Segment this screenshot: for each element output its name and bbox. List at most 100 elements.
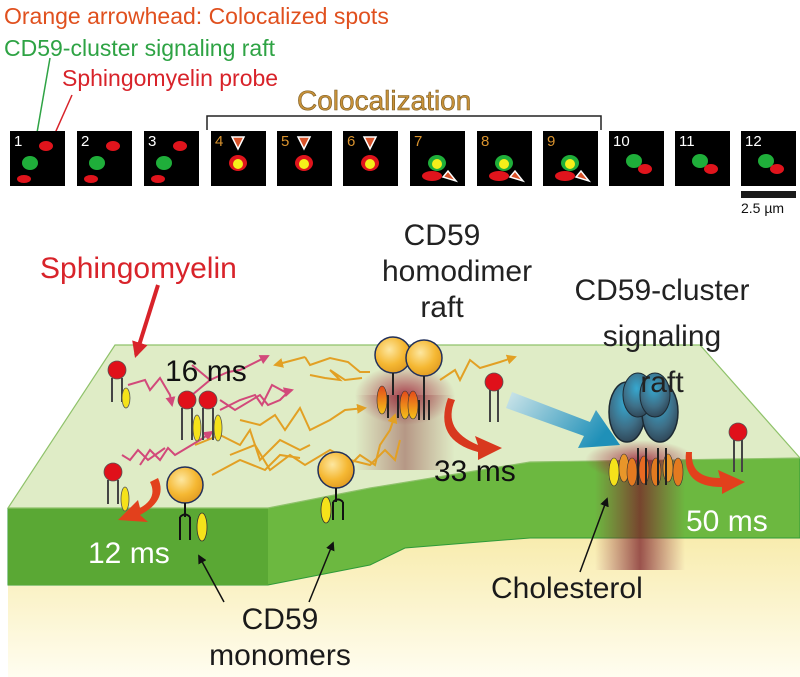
microscopy-frame: 12	[741, 131, 796, 186]
cd59-cluster	[608, 372, 684, 487]
microscopy-frame: 7	[410, 131, 465, 186]
monomers-label-line: monomers	[209, 639, 351, 672]
frame-number: 3	[148, 133, 157, 150]
frame-number: 2	[81, 133, 90, 150]
raft-coalescence-arrow	[506, 392, 620, 448]
colocalization-arrowhead-icon	[230, 136, 246, 151]
microscopy-frame: 1	[10, 131, 65, 186]
colocalization-arrowhead-icon	[362, 136, 378, 151]
microscopy-frame: 4	[211, 131, 266, 186]
colocalization-arrowhead-icon	[574, 169, 592, 183]
fluorescence-spots	[626, 154, 652, 174]
homodimer-label-line: homodimer	[382, 255, 533, 288]
microscopy-frame: 3	[144, 131, 199, 186]
red-spot	[151, 175, 165, 183]
fluorescence-spots	[361, 136, 379, 171]
red-spot	[638, 164, 652, 174]
red-spot	[106, 141, 120, 151]
colocalization-title: Colocalization	[297, 85, 472, 117]
green-spot	[156, 156, 172, 170]
homodimer-label-line: raft	[420, 291, 464, 324]
red-spot	[84, 175, 98, 183]
fluorescence-spots	[489, 155, 526, 183]
cluster-raft-label: CD59-cluster signaling raft	[552, 268, 772, 406]
colocalized-spot	[233, 159, 243, 169]
frame-number: 5	[281, 133, 290, 150]
green-spot	[758, 154, 774, 168]
green-channel-legend: CD59-cluster signaling raft	[4, 35, 276, 61]
sphingomyelin-molecules	[103, 360, 748, 512]
red-spot	[770, 164, 784, 174]
microscopy-frame: 9	[543, 131, 598, 186]
fluorescence-spots	[422, 155, 459, 183]
cluster-label-line: signaling	[602, 320, 722, 353]
frame-number: 6	[347, 133, 356, 150]
green-spot	[626, 154, 642, 168]
scale-bar	[741, 191, 796, 198]
microscopy-frame: 2	[77, 131, 132, 186]
fluorescence-spots	[151, 141, 187, 183]
green-spot	[692, 154, 708, 168]
microscopy-frame: 5	[277, 131, 332, 186]
red-spot	[489, 171, 509, 181]
homodimer-residency-time: 33 ms	[434, 455, 516, 488]
cytoplasm-region	[8, 538, 800, 677]
red-spot	[17, 175, 31, 183]
frame-number: 7	[414, 133, 423, 150]
monomers-label-line: CD59	[241, 603, 319, 636]
frame-number: 4	[215, 133, 224, 150]
cluster-label-line: raft	[640, 366, 684, 399]
colocalized-spot	[565, 159, 575, 169]
colocalized-spot	[299, 159, 309, 169]
fluorescence-spots	[295, 136, 313, 171]
colocalized-spot	[499, 159, 509, 169]
arrowhead-legend: Orange arrowhead: Colocalized spots	[4, 3, 389, 29]
frame-number: 12	[745, 133, 762, 150]
frame-number: 8	[481, 133, 490, 150]
green-spot	[22, 156, 38, 170]
cluster-residency-time: 50 ms	[686, 505, 768, 538]
sphingomyelin-label: Sphingomyelin	[40, 252, 237, 285]
colocalization-arrowhead-icon	[441, 169, 459, 183]
homodimer-label-line: CD59	[403, 219, 481, 252]
frame-number: 11	[679, 133, 695, 150]
fluorescence-spots	[17, 141, 53, 183]
red-spot	[39, 141, 53, 151]
microscopy-frame: 8	[477, 131, 532, 186]
microscopy-frame: 11	[675, 131, 730, 186]
fluorescence-spots	[84, 141, 120, 183]
microscopy-frame: 10	[609, 131, 664, 186]
sphingomyelin-pointer-arrow	[132, 284, 160, 359]
red-spot	[555, 171, 575, 181]
scale-bar-label: 2.5 µm	[741, 200, 785, 216]
homodimer-raft-label: CD59 homodimer raft	[382, 218, 533, 326]
monomers-label: CD59 monomers	[200, 602, 360, 674]
red-spot	[422, 171, 442, 181]
microscopy-frame: 6	[343, 131, 398, 186]
cluster-label-line: CD59-cluster	[574, 274, 750, 307]
red-channel-legend: Sphingomyelin probe	[62, 65, 279, 91]
monomer-residency-time: 12 ms	[88, 537, 170, 570]
cd59-monomers	[166, 451, 355, 542]
fluorescence-spots	[758, 154, 784, 174]
label-pointer-arrows	[198, 497, 609, 603]
colocalized-spot	[432, 159, 442, 169]
colocalization-arrowhead-icon	[296, 136, 312, 151]
fluorescence-spots	[692, 154, 718, 174]
colocalized-spot	[365, 159, 375, 169]
dissociation-arrows	[118, 398, 745, 522]
frame-number: 9	[547, 133, 556, 150]
fluorescence-spots	[229, 136, 247, 171]
red-spot	[704, 164, 718, 174]
free-diffusion-time: 16 ms	[165, 355, 247, 388]
frame-number: 1	[14, 133, 23, 150]
colocalization-bracket	[206, 115, 602, 130]
fluorescence-spots	[555, 155, 592, 183]
colocalization-arrowhead-icon	[508, 169, 526, 183]
frame-number: 10	[613, 133, 630, 150]
cholesterol-label: Cholesterol	[491, 572, 643, 605]
red-spot	[173, 141, 187, 151]
green-spot	[89, 156, 105, 170]
cd59-trajectories	[194, 354, 517, 476]
